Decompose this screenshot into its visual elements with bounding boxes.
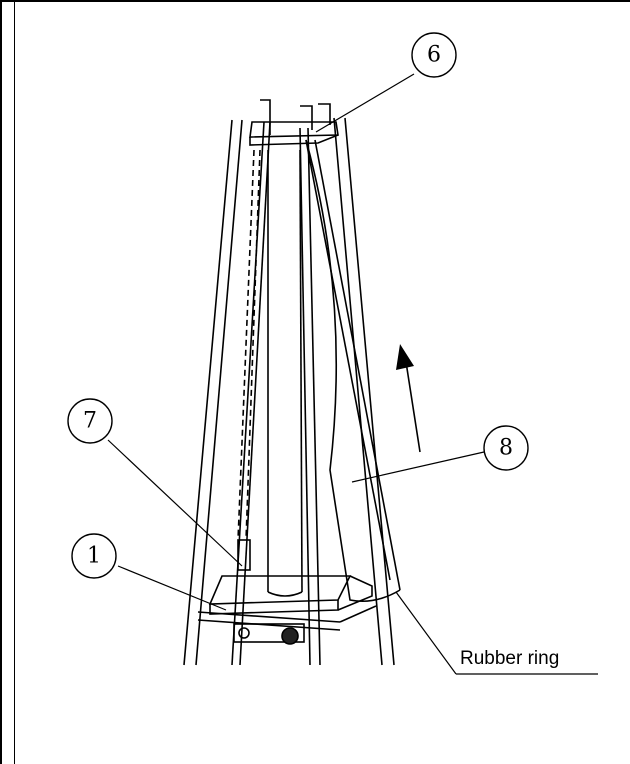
callout-7: 7 [67,398,113,444]
frame-inner-left-border [14,0,15,764]
rubber-ring-label: Rubber ring [460,648,559,669]
lift-direction-arrow [396,344,421,453]
leader-lines [107,73,598,675]
callout-6-label: 6 [427,43,441,68]
callout-1: 1 [71,533,117,579]
callout-1-label: 1 [87,544,101,569]
callout-8-label: 8 [499,436,513,461]
callout-6: 6 [411,32,457,78]
tower-frame [183,99,401,666]
frame-left-border [0,0,2,764]
frame-top-border [0,0,630,2]
callout-7-label: 7 [83,409,97,434]
callout-8: 8 [483,425,529,471]
